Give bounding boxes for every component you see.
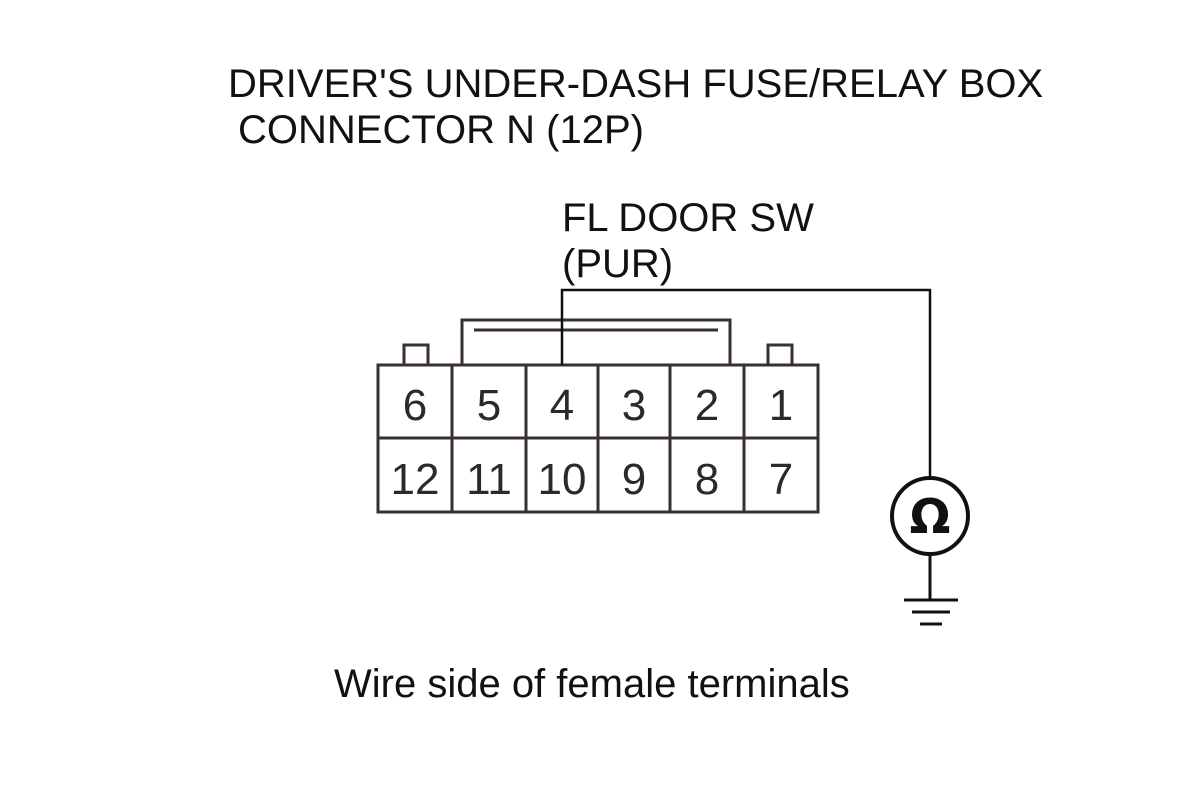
connector-housing <box>376 318 820 514</box>
terminal-6: 6 <box>403 381 427 430</box>
terminal-3: 3 <box>622 381 646 430</box>
terminal-2: 2 <box>695 381 719 430</box>
diagram-title-line2: CONNECTOR N (12P) <box>238 108 644 152</box>
ohm-symbol: Ω <box>910 489 951 545</box>
terminal-7: 7 <box>769 455 793 504</box>
terminal-1: 1 <box>769 381 793 430</box>
wire-label-color: (PUR) <box>562 242 674 286</box>
ground-icon <box>904 554 958 626</box>
wire-label-name: FL DOOR SW <box>562 196 814 240</box>
diagram-caption: Wire side of female terminals <box>334 662 850 706</box>
terminal-5: 5 <box>477 381 501 430</box>
ohmmeter-icon: Ω <box>890 476 970 556</box>
terminal-9: 9 <box>622 455 646 504</box>
terminal-12: 12 <box>391 455 440 504</box>
diagram-title-line1: DRIVER'S UNDER-DASH FUSE/RELAY BOX <box>228 62 1044 106</box>
terminal-8: 8 <box>695 455 719 504</box>
terminal-11: 11 <box>466 455 512 504</box>
terminal-10: 10 <box>538 455 587 504</box>
probe-wire <box>560 288 932 478</box>
terminal-4: 4 <box>550 381 574 430</box>
terminal-numbers: 6 5 4 3 2 1 12 11 10 9 8 7 <box>391 381 794 504</box>
